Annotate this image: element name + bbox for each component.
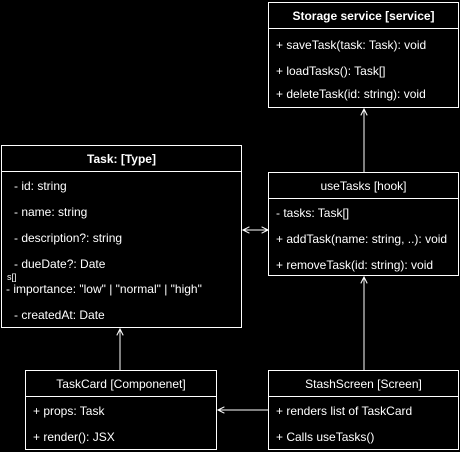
stash-screen-title: StashScreen [Screen]: [269, 371, 458, 397]
storage-member-save-task: + saveTask(task: Task): void: [276, 38, 427, 52]
use-tasks-title: useTasks [hook]: [269, 173, 458, 199]
task-type-title: Task: [Type]: [2, 146, 241, 172]
task-member-importance: - importance: "low" | "normal" | "high": [6, 282, 202, 296]
task-card-class[interactable]: TaskCard [Componenet] + props: Task + re…: [25, 370, 217, 450]
storage-service-class[interactable]: Storage service [service] + saveTask(tas…: [268, 2, 459, 108]
task-overlap-note: s[]: [7, 272, 17, 282]
task-type-class[interactable]: Task: [Type] - id: string - name: string…: [1, 145, 242, 328]
task-member-id: - id: string: [14, 179, 67, 193]
task-card-member-render: + render(): JSX: [33, 430, 115, 444]
stash-screen-class[interactable]: StashScreen [Screen] + renders list of T…: [268, 370, 459, 450]
task-member-created-at: - createdAt: Date: [14, 308, 105, 322]
task-card-member-props: + props: Task: [33, 404, 105, 418]
storage-member-delete-task: + deleteTask(id: string): void: [276, 87, 426, 101]
task-member-name: - name: string: [14, 205, 88, 219]
use-tasks-member-add-task: + addTask(name: string, ..): void: [276, 232, 448, 246]
use-tasks-class[interactable]: useTasks [hook] - tasks: Task[] + addTas…: [268, 172, 459, 276]
stash-screen-member-renders-list: + renders list of TaskCard: [276, 404, 413, 418]
storage-member-load-tasks: + loadTasks(): Task[]: [276, 64, 386, 78]
stash-screen-member-calls-use-tasks: + Calls useTasks(): [276, 430, 375, 444]
task-member-description: - description?: string: [14, 231, 123, 245]
task-card-title: TaskCard [Componenet]: [26, 371, 216, 397]
use-tasks-member-tasks: - tasks: Task[]: [276, 206, 350, 220]
storage-service-title: Storage service [service]: [269, 3, 458, 29]
use-tasks-member-remove-task: + removeTask(id: string): void: [276, 258, 434, 272]
task-member-due-date: - dueDate?: Date: [14, 257, 106, 271]
